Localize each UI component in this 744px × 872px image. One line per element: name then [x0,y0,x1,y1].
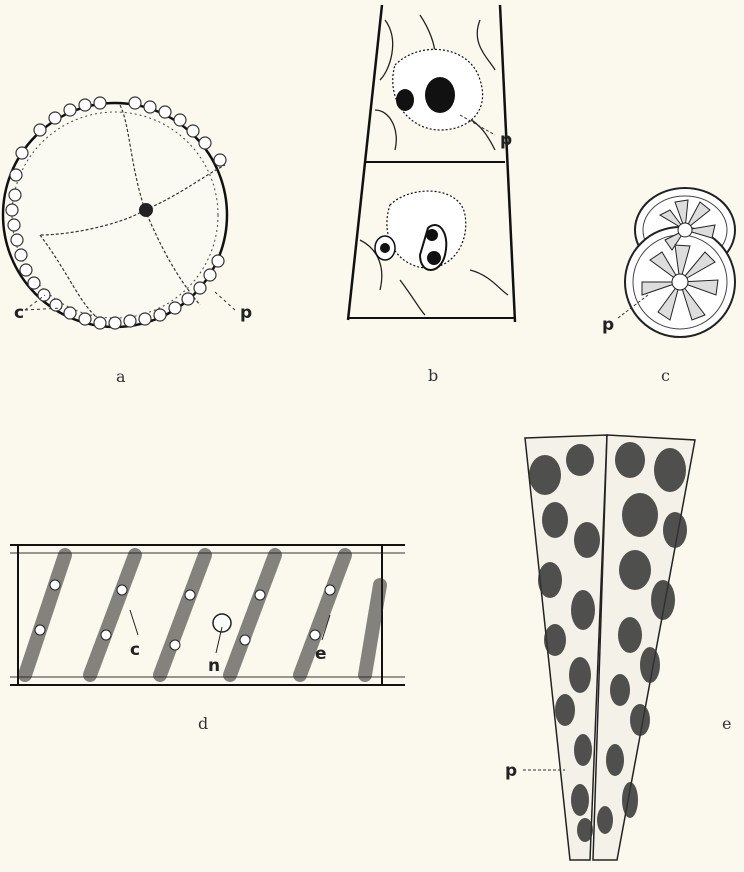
panel-d-label-n: n [208,656,220,676]
panel-a-label-c: c [14,303,24,323]
panel-d-caption: d [198,714,208,733]
panel-a-leaders: c p [0,290,260,330]
panel-c-caption: c [661,366,670,385]
panel-a-label-p: p [240,303,252,323]
panel-c-label-p: p [602,315,614,335]
panel-b-figure: p [340,0,530,340]
panel-c-figure: p [600,180,740,340]
panel-a-caption: a [116,367,126,386]
panel-e-figure: p [495,420,705,865]
panel-d-label-c: c [130,640,140,660]
panel-d-figure: c n e [10,535,410,695]
panel-e-caption: e [722,714,731,733]
panel-b-label-p: p [500,130,512,150]
panel-b-caption: b [428,366,438,385]
panel-e-label-p: p [505,761,517,781]
panel-d-label-e: e [315,644,327,664]
